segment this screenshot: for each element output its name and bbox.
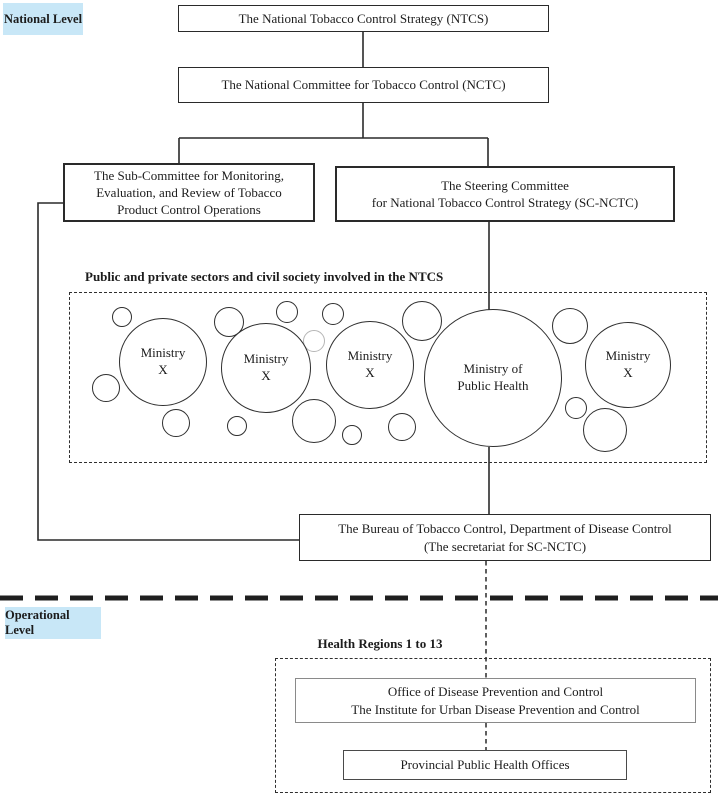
ministry-circle: Ministry X [119,318,207,406]
decorative-circle [402,301,442,341]
operational-level-label: Operational Level [5,607,101,639]
decorative-circle [162,409,190,437]
sectors-dashed-zone [69,292,707,463]
decorative-circle [342,425,362,445]
ministry-circle: Ministry X [585,322,671,408]
subcommittee-box: The Sub-Committee for Monitoring, Evalua… [63,163,315,222]
decorative-circle [552,308,588,344]
steering-committee-box: The Steering Committee for National Toba… [335,166,675,222]
national-level-label: National Level [3,3,83,35]
provincial-offices-box: Provincial Public Health Offices [343,750,627,780]
nctc-box: The National Committee for Tobacco Contr… [178,67,549,103]
decorative-circle [276,301,298,323]
decorative-circle [388,413,416,441]
decorative-circle [565,397,587,419]
office-disease-prevention-box: Office of Disease Prevention and Control… [295,678,696,723]
decorative-circle [303,330,325,352]
health-regions-title: Health Regions 1 to 13 [317,636,443,651]
sectors-band-title: Public and private sectors and civil soc… [85,269,444,284]
ministry-of-public-health-circle: Ministry of Public Health [424,309,562,447]
decorative-circle [583,408,627,452]
health-regions-dashed-zone [275,658,711,793]
ministry-circle: Ministry X [326,321,414,409]
decorative-circle [112,307,132,327]
ministry-circle: Ministry X [221,323,311,413]
bureau-box: The Bureau of Tobacco Control, Departmen… [299,514,711,561]
ntcs-box: The National Tobacco Control Strategy (N… [178,5,549,32]
decorative-circle [322,303,344,325]
decorative-circle [227,416,247,436]
decorative-circle [292,399,336,443]
decorative-circle [92,374,120,402]
